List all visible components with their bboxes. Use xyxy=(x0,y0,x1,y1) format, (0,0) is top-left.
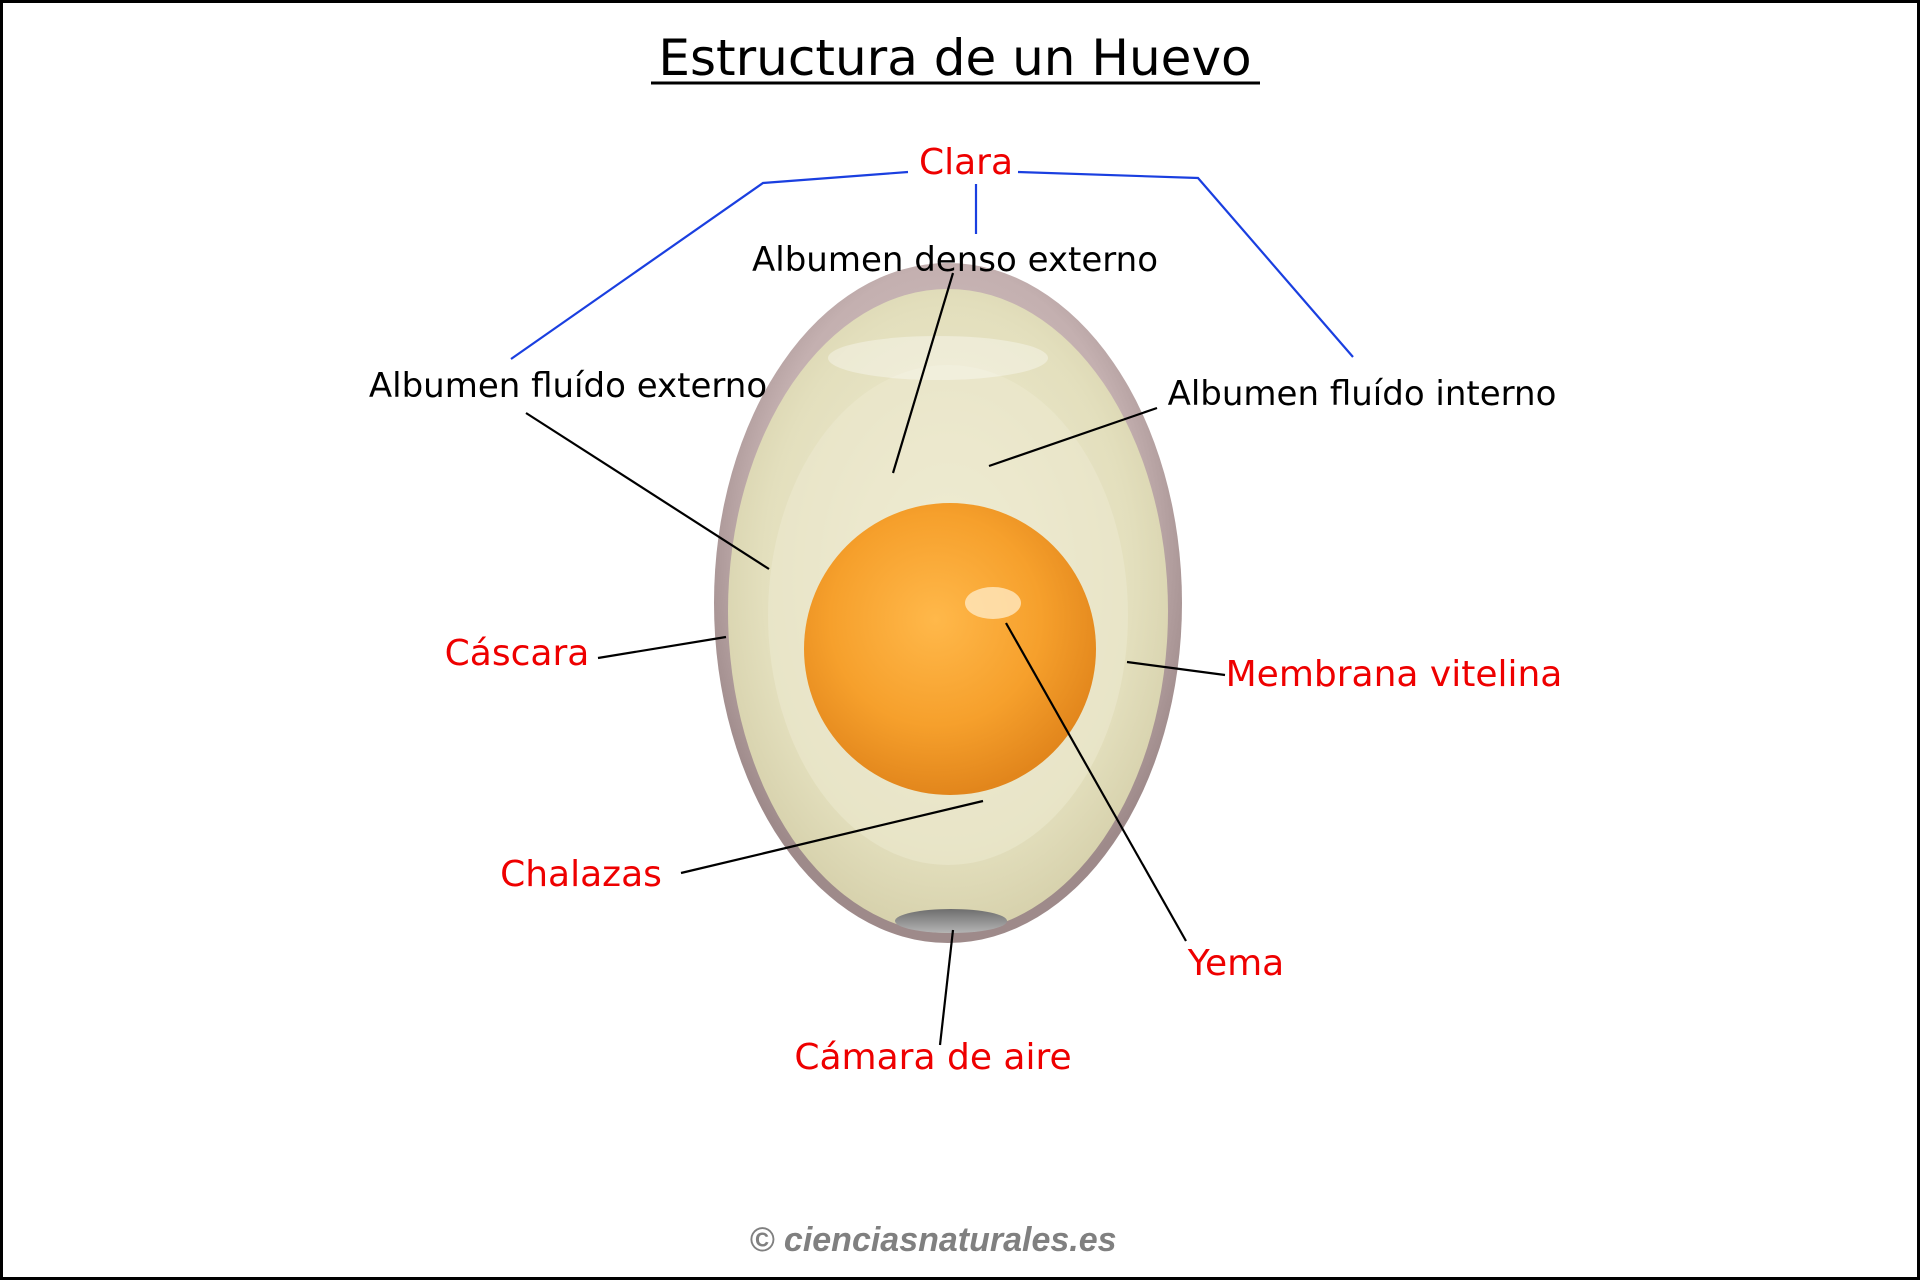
leader-yema xyxy=(1005,622,1187,942)
clara-bracket xyxy=(510,170,1354,360)
leader-chalazas xyxy=(680,799,984,875)
air-cell xyxy=(895,909,1007,933)
yolk-highlight xyxy=(965,587,1021,619)
leader-cascara xyxy=(597,635,727,660)
label-chalazas: Chalazas xyxy=(500,854,662,895)
label-camara-de-aire: Cámara de aire xyxy=(794,1037,1071,1078)
leader-lines xyxy=(525,272,1226,1046)
leader-albumen-denso xyxy=(891,272,955,474)
label-yema: Yema xyxy=(1187,943,1285,984)
leader-membrana-vitelina xyxy=(1126,660,1226,677)
label-membrana-vitelina: Membrana vitelina xyxy=(1226,654,1563,695)
egg-illustration xyxy=(714,263,1182,943)
leader-albumen-fluido-interno xyxy=(988,406,1158,468)
label-albumen-fluido-externo: Albumen fluído externo xyxy=(369,366,767,406)
leader-camara-de-aire xyxy=(938,929,955,1046)
egg-structure-diagram: Estructura de un Huevo Clara Albumen den… xyxy=(369,29,1563,1259)
label-albumen-denso-externo: Albumen denso externo xyxy=(752,240,1158,280)
yolk xyxy=(804,503,1096,795)
diagram-title: Estructura de un Huevo xyxy=(658,29,1251,87)
shell-highlight xyxy=(828,336,1048,380)
leader-albumen-fluido-externo xyxy=(525,412,770,570)
label-clara: Clara xyxy=(919,142,1013,183)
label-cascara: Cáscara xyxy=(445,633,590,674)
credit-text: © cienciasnaturales.es xyxy=(749,1221,1116,1259)
label-albumen-fluido-interno: Albumen fluído interno xyxy=(1168,374,1557,414)
